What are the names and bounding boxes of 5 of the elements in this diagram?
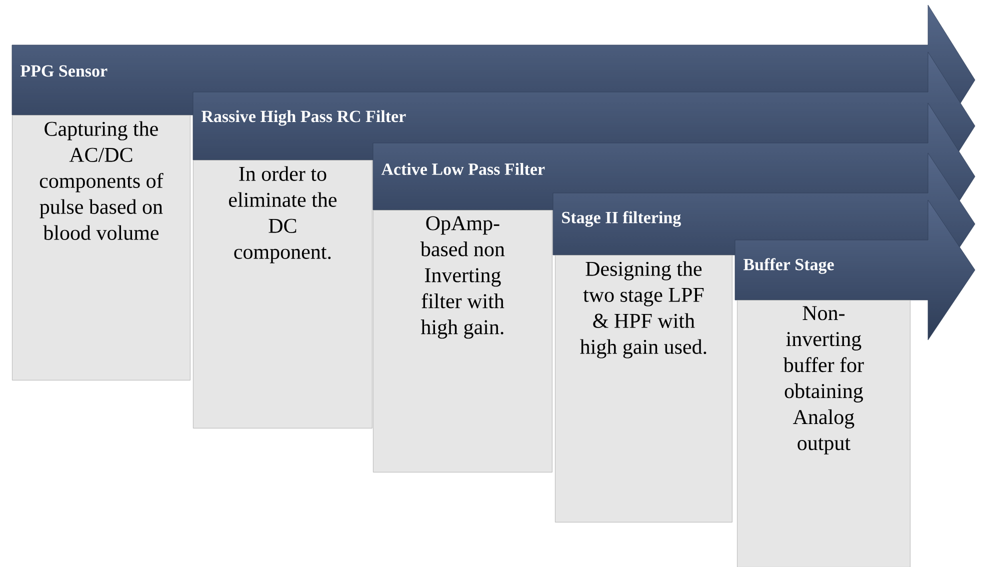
text-box: In order to eliminate the DC component. bbox=[193, 160, 372, 428]
text-box: OpAmp-based non Inverting filter with high gain. bbox=[373, 210, 552, 472]
text-box: Designing the two stage LPF & HPF with high gain used. bbox=[555, 255, 732, 522]
text-box: Capturing the AC/DC components of pulse based on blood volume bbox=[12, 115, 190, 380]
text-box: Non-inverting buffer for obtaining Analog output bbox=[737, 300, 910, 567]
